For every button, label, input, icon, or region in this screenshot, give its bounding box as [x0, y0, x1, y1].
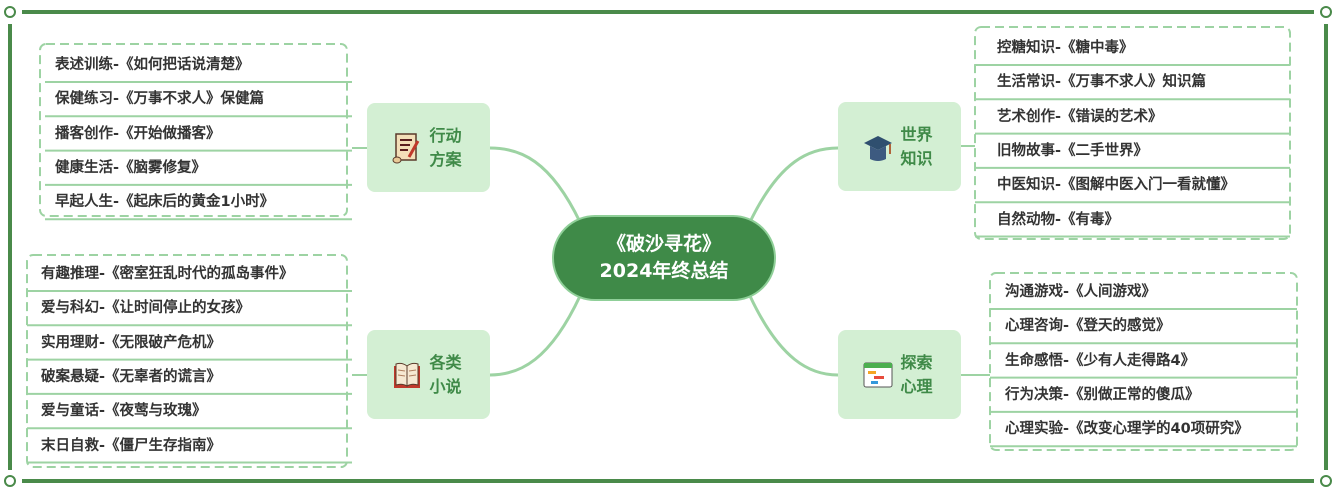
leaf-item-novel[interactable]: 实用理财-《无限破产危机》	[41, 334, 222, 351]
topic-action-plan[interactable]: 行动方案	[367, 103, 490, 192]
topic-psychology[interactable]: 探索心理	[838, 330, 961, 419]
leaf-item-psych[interactable]: 沟通游戏-《人间游戏》	[1005, 284, 1157, 300]
leaf-item-action[interactable]: 表述训练-《如何把话说清楚》	[55, 57, 250, 73]
topic-label: 探索心理	[900, 352, 933, 396]
leaf-item-action[interactable]: 播客创作-《开始做播客》	[55, 125, 221, 142]
leaf-item-psych[interactable]: 行为决策-《别做正常的傻瓜》	[1005, 386, 1200, 403]
open-book-icon	[393, 362, 420, 388]
topic-label: 行动方案	[429, 125, 462, 169]
leaf-item-psych[interactable]: 生命感悟-《少有人走得路4》	[1005, 352, 1196, 369]
leaf-item-world[interactable]: 控糖知识-《糖中毒》	[997, 40, 1134, 56]
central-topic[interactable]: 《破沙寻花》 2024年终总结	[552, 215, 776, 301]
topic-world-knowledge[interactable]: 世界知识	[838, 102, 961, 191]
scroll-icon	[392, 132, 419, 163]
central-subtitle: 2024年终总结	[599, 260, 729, 282]
leaf-item-psych[interactable]: 心理实验-《改变心理学的40项研究》	[1005, 421, 1249, 438]
central-title: 《破沙寻花》	[606, 233, 721, 255]
graduation-cap-icon	[863, 135, 892, 161]
leaf-item-novel[interactable]: 有趣推理-《密室狂乱时代的孤岛事件》	[41, 266, 294, 282]
leaf-item-action[interactable]: 保健练习-《万事不求人》保健篇	[55, 91, 265, 108]
frame-border	[8, 10, 1328, 483]
leaf-item-world[interactable]: 生活常识-《万事不求人》知识篇	[997, 74, 1207, 91]
leaf-item-world[interactable]: 自然动物-《有毒》	[997, 211, 1120, 228]
leaf-item-world[interactable]: 中医知识-《图解中医入门一看就懂》	[997, 177, 1236, 194]
leaf-item-world[interactable]: 旧物故事-《二手世界》	[997, 142, 1149, 159]
leaf-item-novel[interactable]: 末日自救-《僵尸生存指南》	[41, 437, 222, 454]
topic-label: 世界知识	[900, 124, 933, 168]
chart-board-icon	[863, 362, 892, 387]
leaf-item-action[interactable]: 健康生活-《脑雾修复》	[55, 159, 207, 176]
leaf-item-world[interactable]: 艺术创作-《错误的艺术》	[997, 108, 1163, 125]
topic-label: 各类小说	[429, 352, 462, 396]
leaf-item-novel[interactable]: 破案悬疑-《无辜者的谎言》	[41, 368, 222, 385]
leaf-item-novel[interactable]: 爱与科幻-《让时间停止的女孩》	[41, 300, 251, 317]
leaf-item-novel[interactable]: 爱与童话-《夜莺与玫瑰》	[41, 403, 207, 420]
leaf-item-action[interactable]: 早起人生-《起床后的黄金1小时》	[55, 194, 275, 211]
leaf-item-psych[interactable]: 心理咨询-《登天的感觉》	[1005, 318, 1171, 335]
frame-corner-ornaments	[4, 6, 1332, 487]
topic-novels[interactable]: 各类小说	[367, 330, 490, 419]
